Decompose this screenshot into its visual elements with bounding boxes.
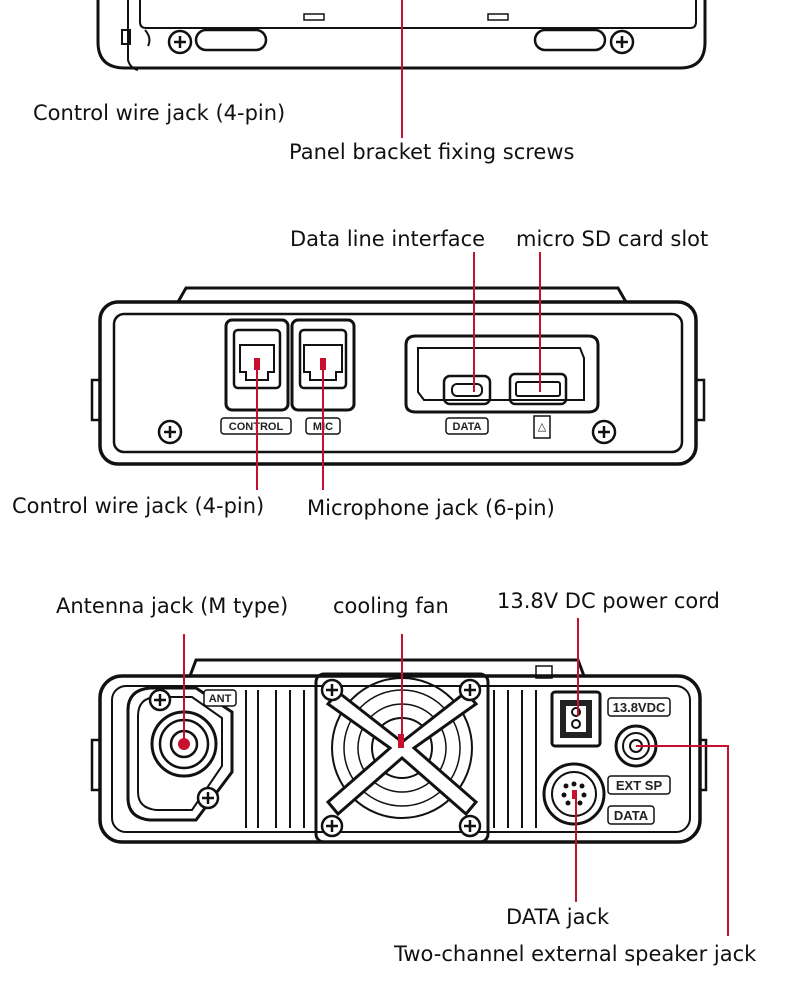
screw-icon [148, 688, 172, 712]
callout-control-wire-jack-top: Control wire jack (4-pin) [33, 101, 286, 125]
dc-power-socket [550, 690, 602, 748]
callout-data-jack: DATA jack [506, 905, 610, 929]
screw-icon [458, 814, 482, 838]
callout-microphone-jack: Microphone jack (6-pin) [307, 496, 555, 520]
screw-icon [196, 786, 220, 810]
data-din-jack [542, 762, 606, 826]
leader-lines-bottom [183, 618, 729, 936]
svg-text:13.8VDC: 13.8VDC [613, 700, 666, 715]
callout-cooling-fan: cooling fan [333, 594, 449, 618]
dc-label-badge: 13.8VDC [607, 697, 671, 717]
svg-text:ANT: ANT [209, 693, 232, 705]
callout-data-line-interface: Data line interface [290, 227, 486, 251]
svg-text:DATA: DATA [614, 808, 649, 823]
data-label-badge: DATA [445, 417, 489, 435]
screw-icon [167, 29, 193, 55]
svg-text:DATA: DATA [453, 421, 482, 433]
sd-arrow-icon: △ [538, 420, 547, 433]
svg-text:EXT SP: EXT SP [616, 778, 663, 793]
data-rear-label-badge: DATA [607, 805, 655, 825]
heat-sink-fins [245, 690, 537, 828]
screw-icon [157, 419, 183, 445]
side-panel [90, 286, 706, 466]
callout-antenna-jack: Antenna jack (M type) [56, 594, 289, 618]
callout-micro-sd-slot: micro SD card slot [516, 227, 709, 251]
data-sd-recess [404, 334, 600, 439]
cooling-fan [314, 672, 490, 844]
leader-lines-middle [256, 252, 541, 490]
ext-sp-label-badge: EXT SP [607, 775, 671, 795]
screw-icon [591, 419, 617, 445]
screw-icon [458, 678, 482, 702]
screw-icon [609, 29, 635, 55]
screw-icon [320, 814, 344, 838]
callout-panel-bracket-screws: Panel bracket fixing screws [289, 140, 575, 164]
ant-label-badge: ANT [203, 689, 237, 707]
callout-control-wire-jack-mid: Control wire jack (4-pin) [12, 494, 265, 518]
callout-dc-power-cord: 13.8V DC power cord [497, 589, 720, 613]
screw-icon [320, 678, 344, 702]
callout-ext-speaker-jack: Two-channel external speaker jack [394, 942, 757, 966]
